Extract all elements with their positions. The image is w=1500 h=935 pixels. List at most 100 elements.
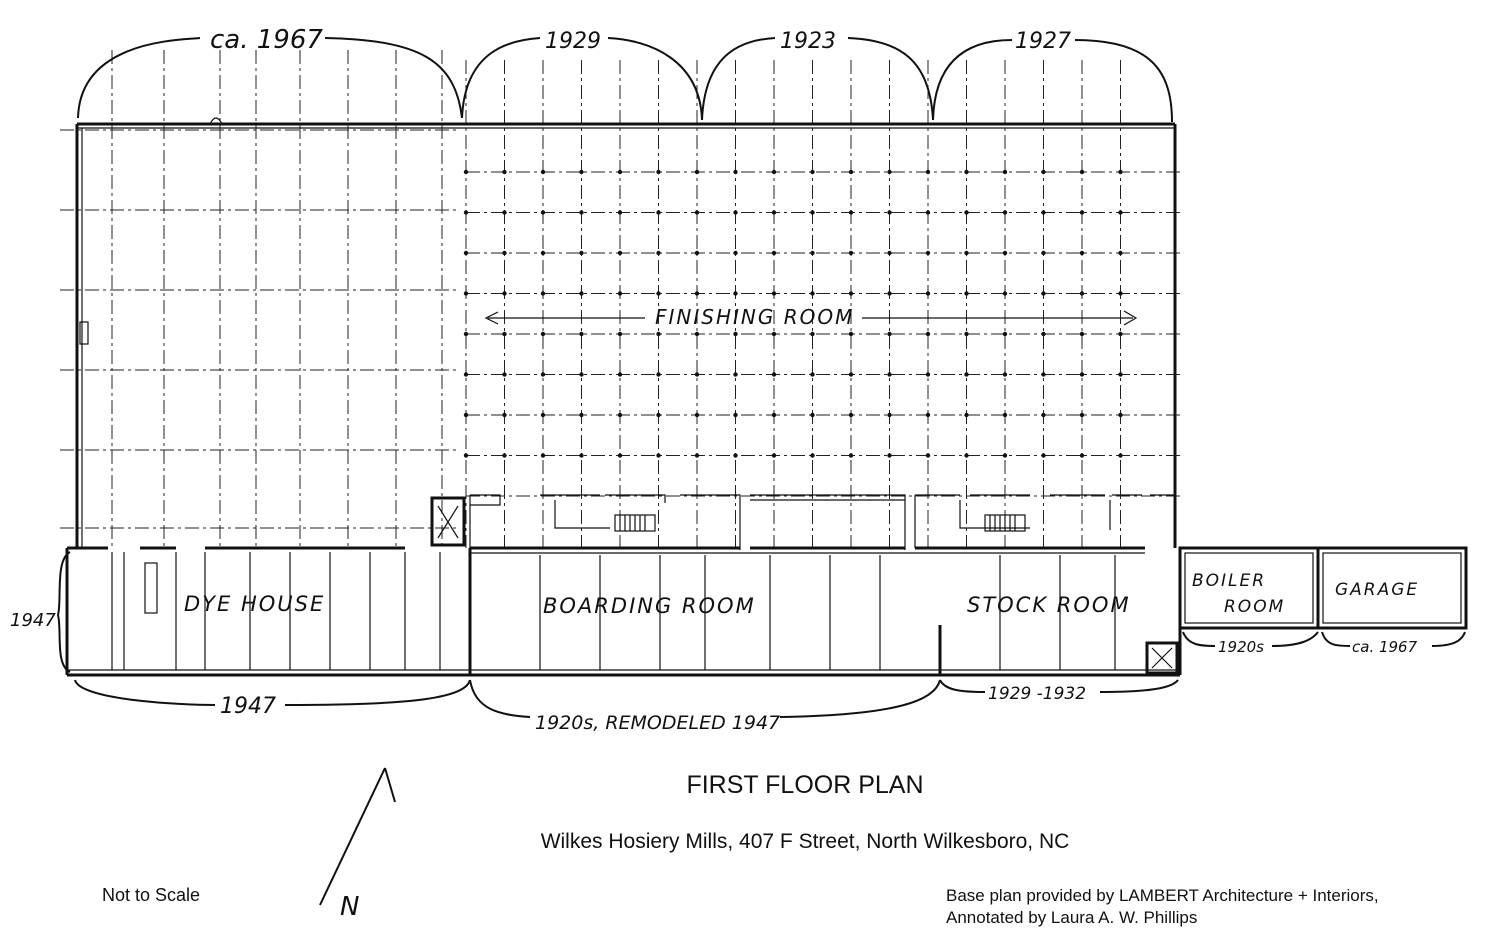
column-dot bbox=[733, 372, 738, 377]
column-dot bbox=[1041, 169, 1046, 175]
column-dot bbox=[656, 372, 661, 377]
column-dot bbox=[1079, 331, 1085, 337]
column-dot bbox=[1002, 412, 1008, 418]
column-dot bbox=[964, 210, 969, 215]
column-dot bbox=[733, 210, 738, 215]
column-dot bbox=[1079, 291, 1085, 296]
column-dot bbox=[771, 250, 777, 256]
column-dot bbox=[964, 291, 969, 296]
room-label-boiler-room: ROOM bbox=[1224, 597, 1285, 617]
column-dot bbox=[502, 412, 507, 418]
column-dot bbox=[694, 210, 700, 215]
page-title: FIRST FLOOR PLAN bbox=[686, 771, 924, 799]
date-braces bbox=[56, 37, 1466, 718]
column-dot bbox=[540, 372, 546, 377]
column-dot bbox=[887, 250, 892, 256]
column-dot bbox=[502, 453, 507, 458]
date-label-ca1967-top: ca. 1967 bbox=[210, 25, 323, 55]
column-dot bbox=[1118, 453, 1123, 458]
corridor-walls bbox=[67, 494, 1179, 675]
column-dot bbox=[887, 412, 892, 418]
column-dot bbox=[733, 453, 738, 458]
column-dot bbox=[848, 210, 854, 215]
column-dot bbox=[694, 331, 700, 337]
column-dot bbox=[617, 250, 623, 256]
date-label-garage-ca1967: ca. 1967 bbox=[1352, 638, 1418, 656]
credit-line-1: Base plan provided by LAMBERT Architectu… bbox=[946, 886, 1379, 905]
credit-line-2: Annotated by Laura A. W. Phillips bbox=[946, 908, 1198, 927]
column-dot bbox=[771, 210, 777, 215]
column-dot bbox=[1002, 331, 1008, 337]
column-dot bbox=[540, 453, 546, 458]
boiler-garage-outline bbox=[1178, 546, 1468, 630]
column-dot bbox=[733, 331, 738, 337]
date-label-1929-1932: 1929 -1932 bbox=[988, 684, 1086, 704]
column-dot bbox=[771, 331, 777, 337]
column-dot bbox=[502, 169, 507, 175]
column-dot bbox=[964, 250, 969, 256]
column-dot bbox=[463, 291, 469, 296]
column-dot bbox=[540, 331, 546, 337]
column-dot bbox=[771, 372, 777, 377]
column-dot bbox=[848, 291, 854, 296]
column-dot bbox=[463, 210, 469, 215]
room-label-dye-house: DYE HOUSE bbox=[184, 592, 325, 616]
column-dot bbox=[617, 291, 623, 296]
column-dot bbox=[502, 291, 507, 296]
column-dot bbox=[656, 412, 661, 418]
column-dot bbox=[848, 372, 854, 377]
column-dot bbox=[540, 291, 546, 296]
column-dot bbox=[810, 210, 815, 215]
column-dot bbox=[964, 169, 969, 175]
column-dot bbox=[925, 210, 931, 215]
date-label-1923-top: 1923 bbox=[780, 29, 836, 54]
column-dot bbox=[694, 250, 700, 256]
column-dot bbox=[964, 372, 969, 377]
column-dot bbox=[733, 169, 738, 175]
column-dot bbox=[1002, 210, 1008, 215]
column-dot bbox=[656, 331, 661, 337]
credit-note: Base plan provided by LAMBERT Architectu… bbox=[946, 885, 1379, 929]
date-label-1947-left: 1947 bbox=[10, 610, 56, 631]
column-dot bbox=[810, 453, 815, 458]
column-dot bbox=[925, 372, 931, 377]
room-label-boiler: BOILER bbox=[1192, 571, 1266, 591]
column-dot bbox=[463, 169, 469, 175]
column-dot bbox=[463, 331, 469, 337]
room-label-finishing-room: FINISHING ROOM bbox=[655, 305, 854, 329]
column-dot bbox=[1002, 291, 1008, 296]
column-dot bbox=[617, 372, 623, 377]
column-dot bbox=[810, 412, 815, 418]
column-dot bbox=[1118, 169, 1123, 175]
column-dot bbox=[1041, 250, 1046, 256]
column-dot bbox=[887, 372, 892, 377]
column-dot bbox=[887, 291, 892, 296]
room-label-garage: GARAGE bbox=[1335, 580, 1419, 600]
column-dot bbox=[925, 250, 931, 256]
date-label-boiler-1920s: 1920s bbox=[1218, 638, 1264, 656]
column-dot bbox=[925, 412, 931, 418]
column-dot bbox=[540, 169, 546, 175]
column-dot bbox=[617, 453, 623, 458]
column-dot bbox=[771, 453, 777, 458]
building-outline bbox=[65, 117, 1182, 677]
room-label-stock-room: STOCK ROOM bbox=[967, 593, 1131, 617]
column-dot bbox=[1079, 210, 1085, 215]
column-dot bbox=[1002, 372, 1008, 377]
column-dot bbox=[540, 412, 546, 418]
column-dot bbox=[1002, 453, 1008, 458]
column-dot bbox=[617, 169, 623, 175]
column-dot bbox=[1041, 412, 1046, 418]
column-dot bbox=[463, 372, 469, 377]
column-dot bbox=[579, 453, 584, 458]
column-dot bbox=[656, 453, 661, 458]
column-dot bbox=[1041, 210, 1046, 215]
column-dot bbox=[771, 412, 777, 418]
column-dot bbox=[502, 210, 507, 215]
column-dot bbox=[810, 331, 815, 337]
column-dot bbox=[694, 412, 700, 418]
column-dot bbox=[502, 331, 507, 337]
column-dot bbox=[887, 169, 892, 175]
column-dot bbox=[694, 453, 700, 458]
